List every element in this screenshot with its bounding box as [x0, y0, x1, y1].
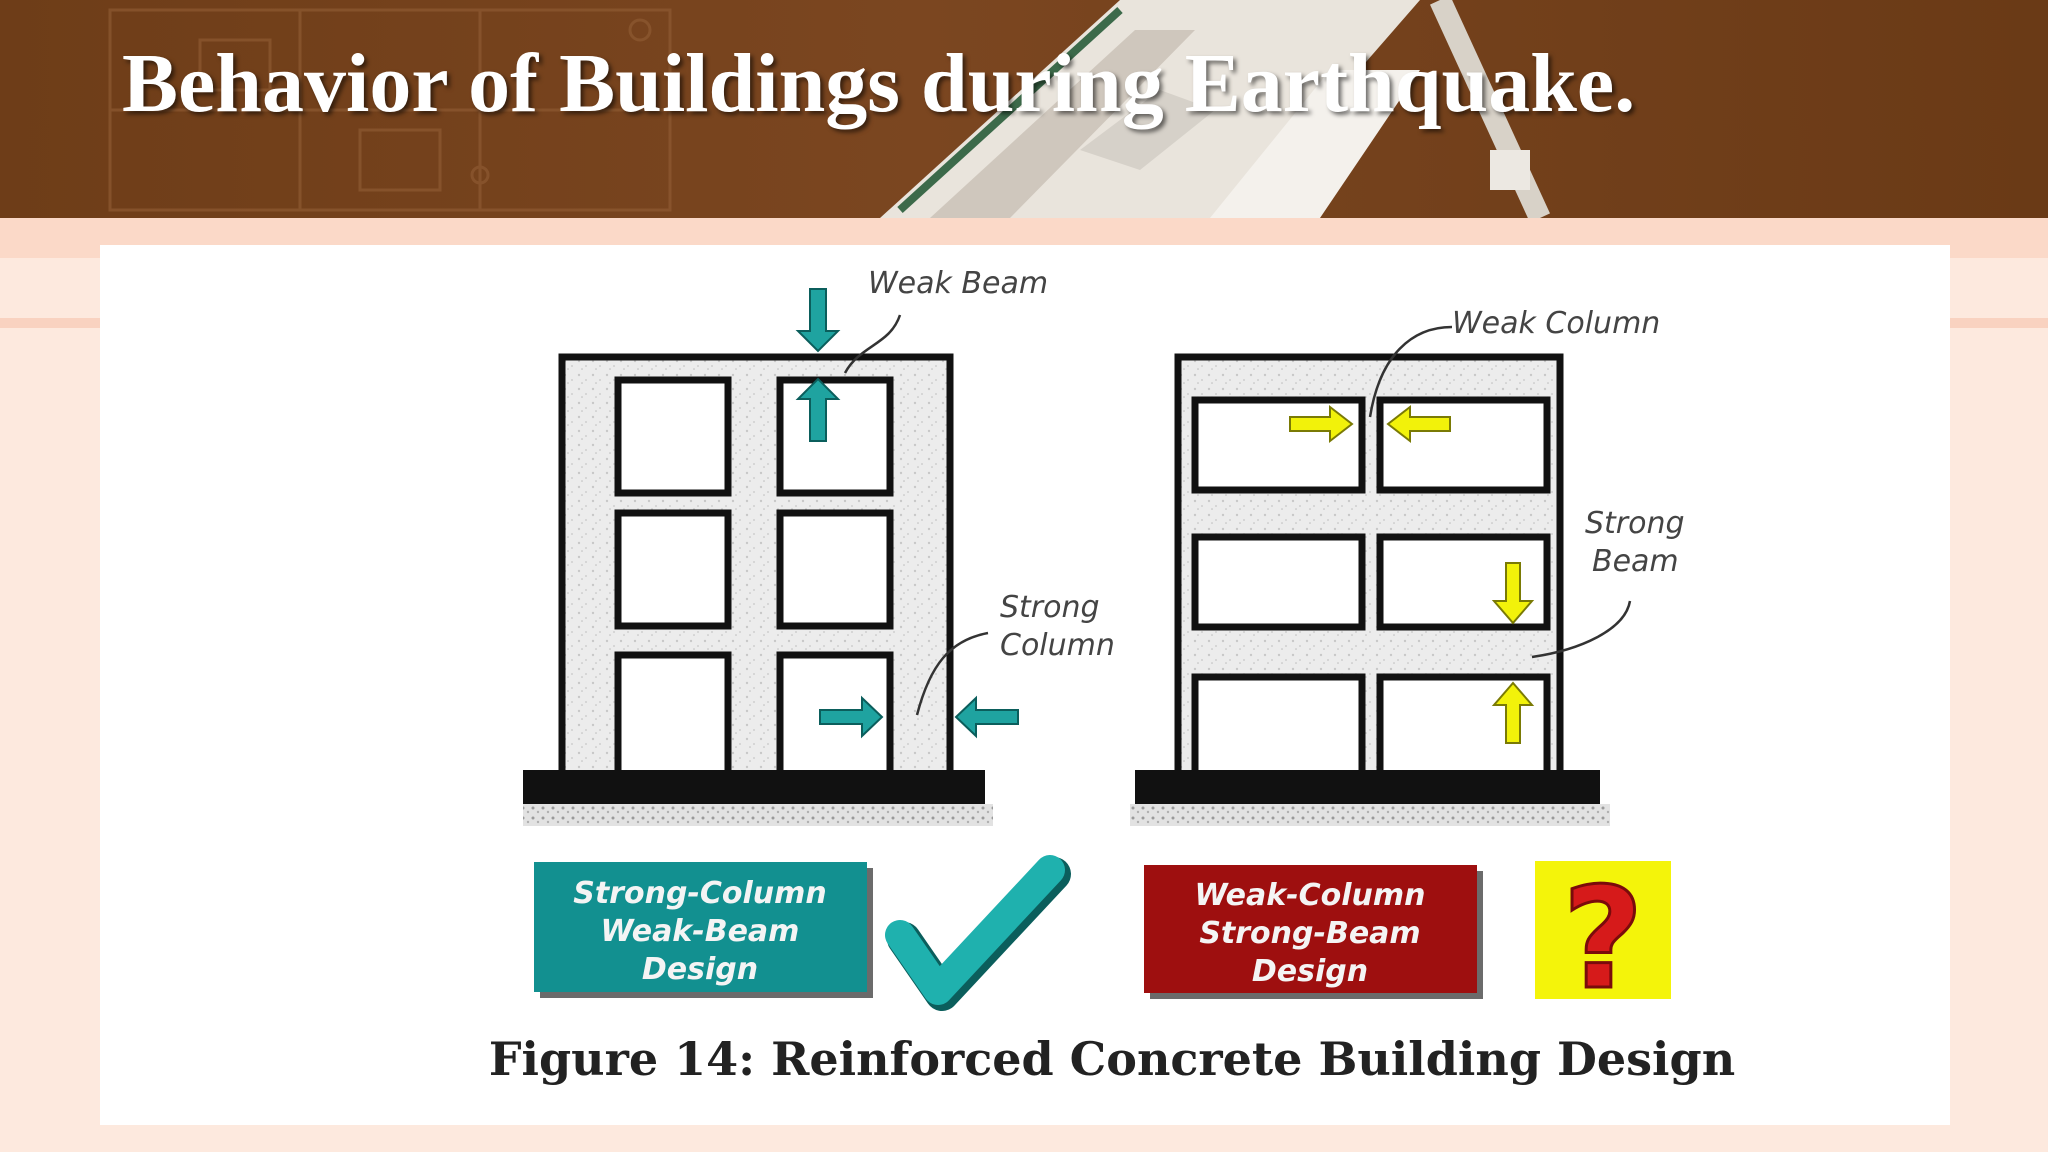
question-mark-icon: ?: [1535, 857, 1671, 1023]
strong-column-label-line2: Column: [1000, 628, 1115, 663]
figure-caption: Figure 14: Reinforced Concrete Building …: [489, 1032, 1735, 1086]
building-design-diagram: Weak Beam Strong Column Weak Column Stro…: [489, 266, 1735, 1086]
right-design-line1: Weak-Column: [1194, 878, 1425, 913]
checkmark-icon: [885, 855, 1071, 1011]
right-force-arrows: [1289, 404, 1535, 744]
strong-beam-label-line1: Strong: [1585, 506, 1685, 541]
left-force-arrows: [795, 288, 1019, 739]
left-design-line2: Weak-Beam: [601, 914, 800, 949]
figure-panel: Weak Beam Strong Column Weak Column Stro…: [100, 245, 1950, 1125]
left-building-frame: [523, 353, 993, 826]
right-design-box: Weak-Column Strong-Beam Design: [1144, 865, 1483, 999]
floorplan-background-art: [108, 0, 1550, 218]
right-building-frame: [1130, 353, 1610, 826]
left-design-line3: Design: [642, 952, 758, 987]
svg-text:?: ?: [1562, 858, 1643, 1021]
right-design-line2: Strong-Beam: [1199, 916, 1420, 951]
slide-title: Behavior of Buildings during Earthquake.: [122, 37, 1636, 130]
right-design-line3: Design: [1252, 954, 1368, 989]
strong-column-label-line1: Strong: [1000, 590, 1100, 625]
strong-beam-label-line2: Beam: [1592, 544, 1679, 579]
left-design-line1: Strong-Column: [573, 876, 827, 911]
title-banner: Behavior of Buildings during Earthquake.: [0, 0, 2048, 218]
weak-beam-label: Weak Beam: [868, 266, 1048, 301]
left-design-box: Strong-Column Weak-Beam Design: [534, 862, 873, 998]
weak-column-label: Weak Column: [1452, 306, 1660, 341]
